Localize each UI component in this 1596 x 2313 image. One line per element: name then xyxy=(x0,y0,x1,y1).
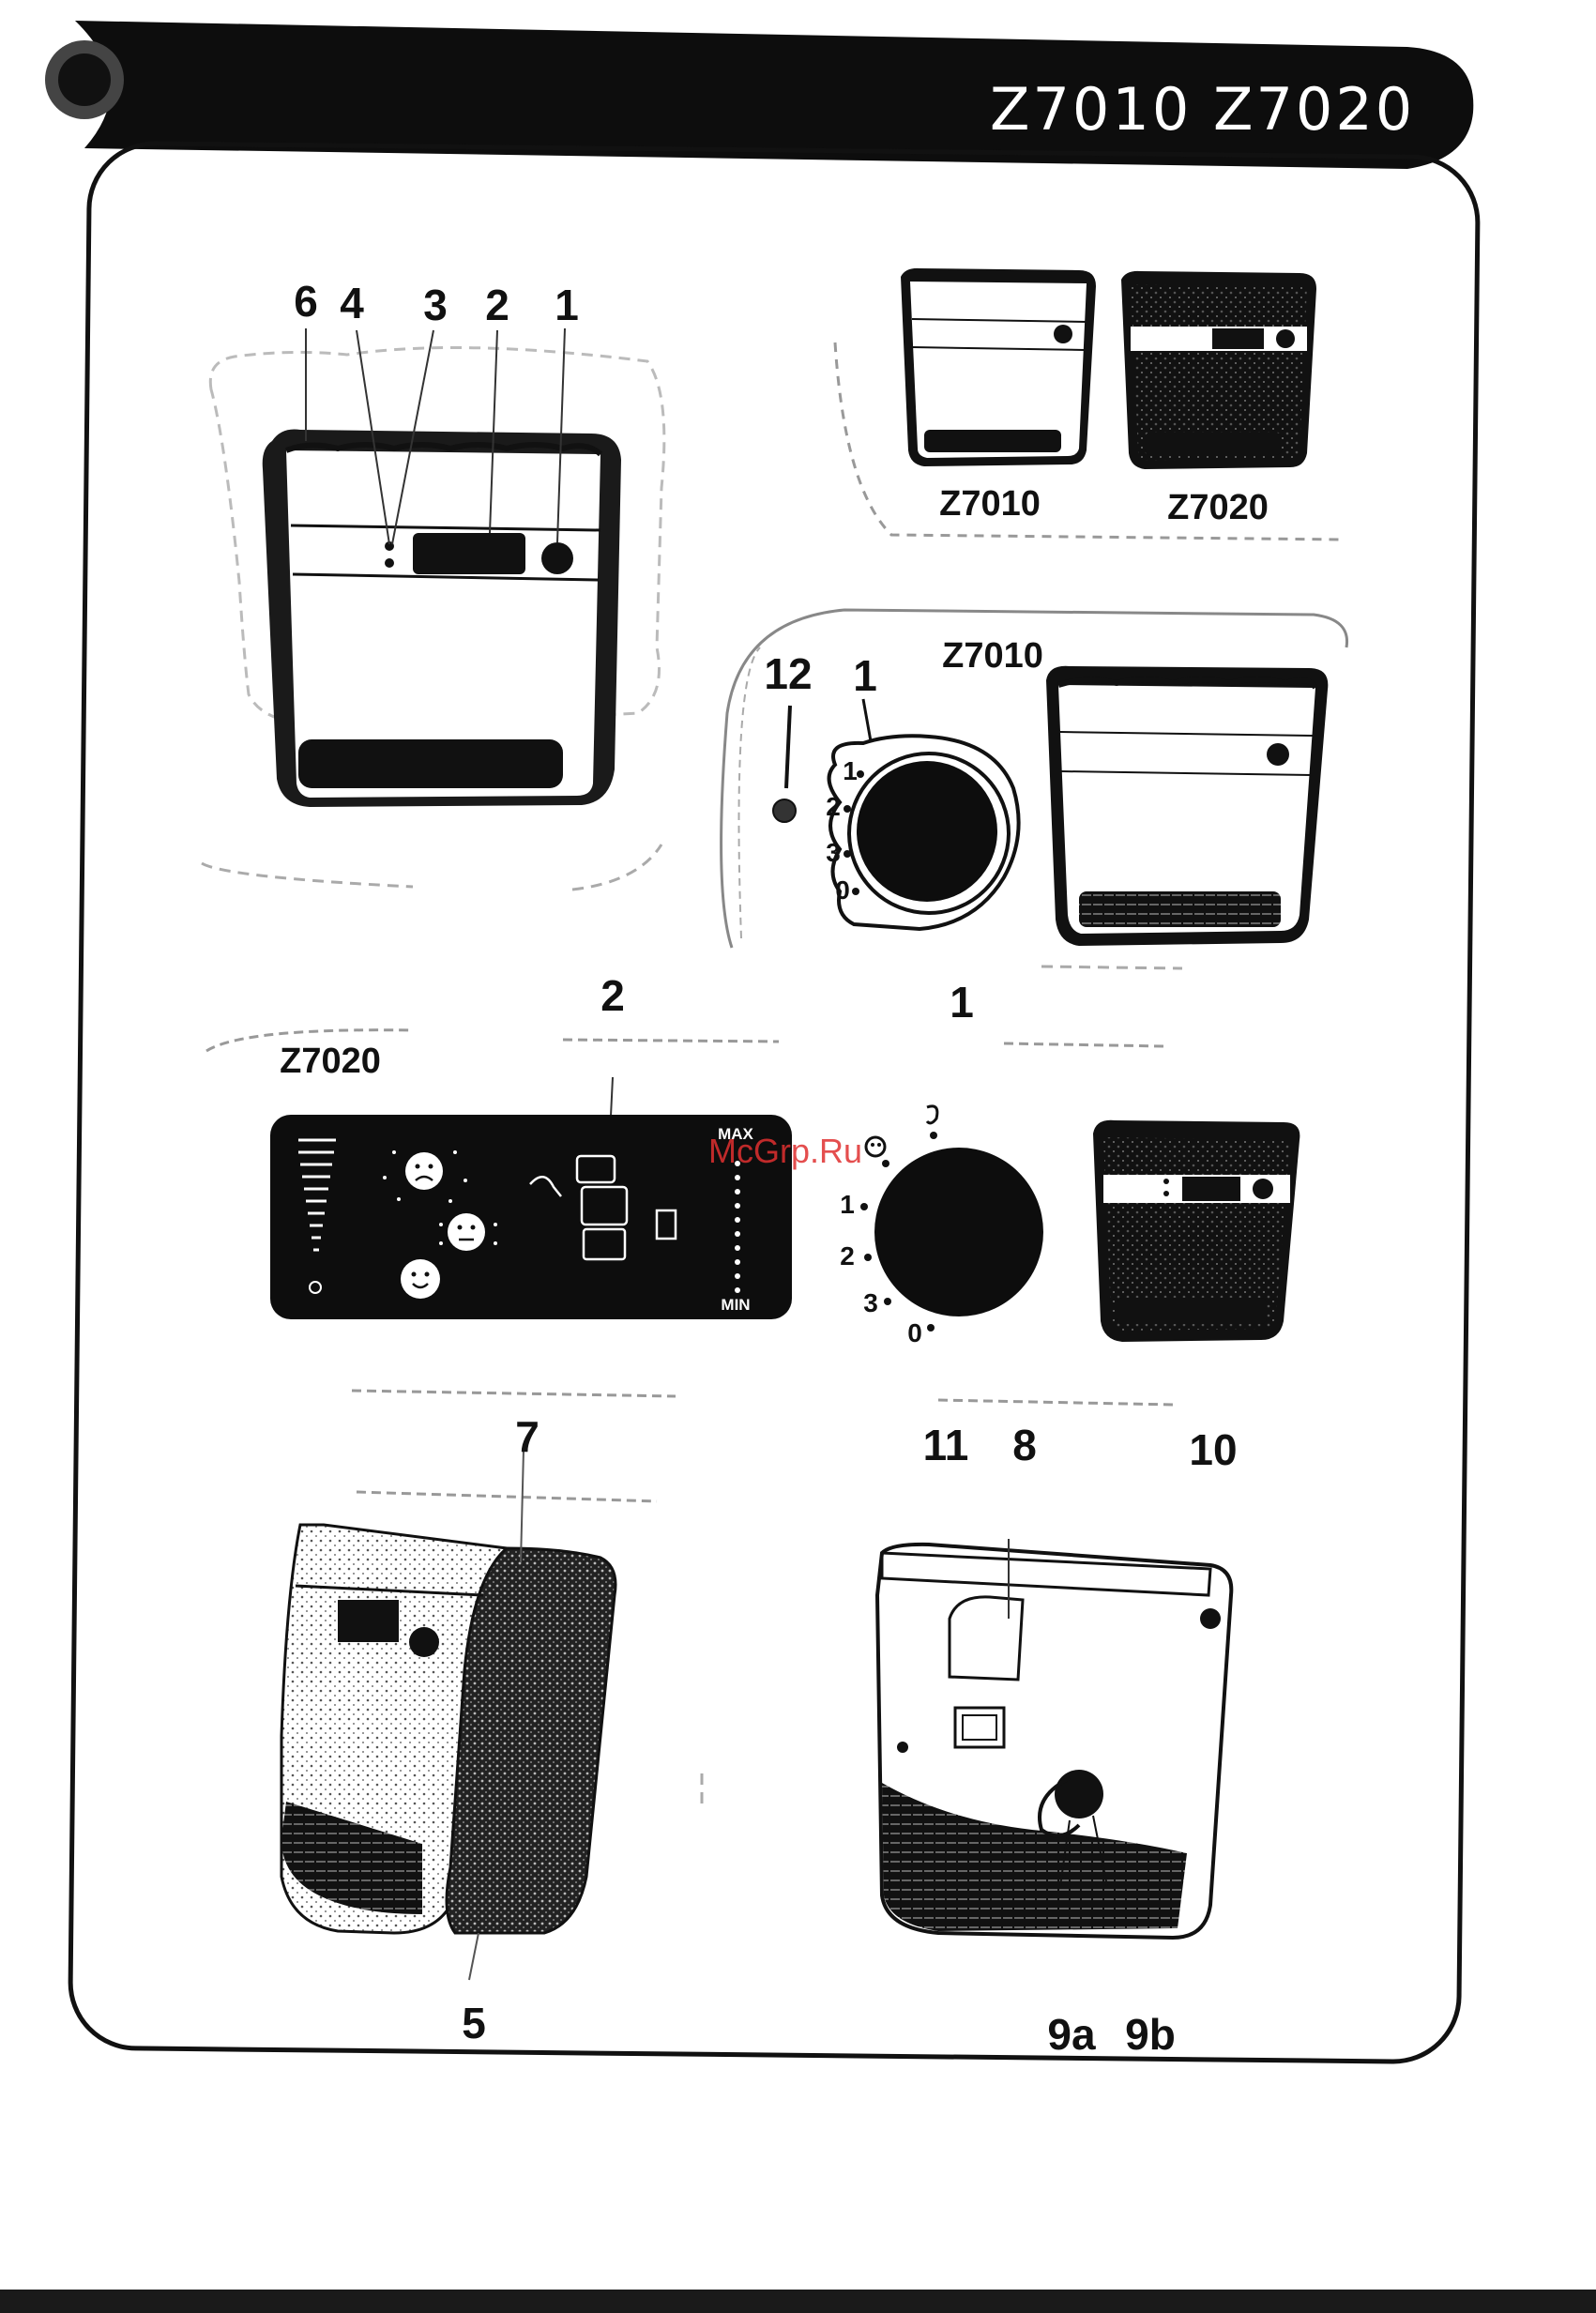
model-label-z7010: Z7010 xyxy=(939,486,1041,522)
callout-9b: 9b xyxy=(1125,2013,1176,2056)
dial-mark-0: 0 xyxy=(835,877,850,904)
z7010-dial-panel xyxy=(773,699,1019,929)
callout-1: 1 xyxy=(555,283,579,327)
callout-1-dial: 1 xyxy=(853,654,877,697)
scale-min-label: MIN xyxy=(721,1297,750,1313)
model-label-z7010-dial: Z7010 xyxy=(942,638,1043,674)
dial-mark-3: 3 xyxy=(826,840,841,866)
watermark: McGrp.Ru xyxy=(708,1132,862,1171)
scan-bottom-edge xyxy=(0,2290,1596,2313)
heater-front-large xyxy=(210,347,664,807)
dial2-mark-1: 1 xyxy=(840,1192,855,1218)
dial2-mark-0: 0 xyxy=(907,1320,922,1347)
heater-z7010-small xyxy=(901,268,1096,466)
dial-mark-2: 2 xyxy=(826,794,841,820)
callout-10: 10 xyxy=(1189,1428,1237,1471)
callout-7: 7 xyxy=(515,1415,540,1458)
dial-mark-1: 1 xyxy=(843,758,858,784)
callout-2: 2 xyxy=(485,283,509,327)
callout-2-panel: 2 xyxy=(600,974,625,1017)
heater-z7010-medium xyxy=(1046,666,1328,946)
happy-face-icon xyxy=(401,1259,440,1299)
model-label-z7020-panel: Z7020 xyxy=(280,1043,381,1079)
dial2-mark-2: 2 xyxy=(840,1243,855,1270)
callout-1-dial2: 1 xyxy=(950,981,974,1024)
heater-rear-view xyxy=(877,1539,1231,1938)
callout-8: 8 xyxy=(1012,1423,1037,1467)
heater-z7020-small xyxy=(1121,271,1316,469)
callout-12: 12 xyxy=(764,652,812,695)
page-title: Z7010 Z7020 xyxy=(990,75,1415,144)
neutral-face-icon xyxy=(448,1213,485,1251)
callout-5: 5 xyxy=(462,2001,486,2045)
callout-11: 11 xyxy=(923,1423,969,1467)
callout-4: 4 xyxy=(340,282,364,325)
z7020-dial xyxy=(860,1106,1043,1331)
heater-z7020-medium xyxy=(1093,1120,1300,1342)
callout-9a: 9a xyxy=(1047,2013,1095,2056)
heater-side-view xyxy=(281,1450,657,1980)
sad-face-icon xyxy=(405,1152,443,1190)
model-label-z7020: Z7020 xyxy=(1167,490,1269,525)
callout-3: 3 xyxy=(423,283,448,327)
dial2-mark-3: 3 xyxy=(863,1290,878,1316)
callout-6: 6 xyxy=(294,280,318,323)
